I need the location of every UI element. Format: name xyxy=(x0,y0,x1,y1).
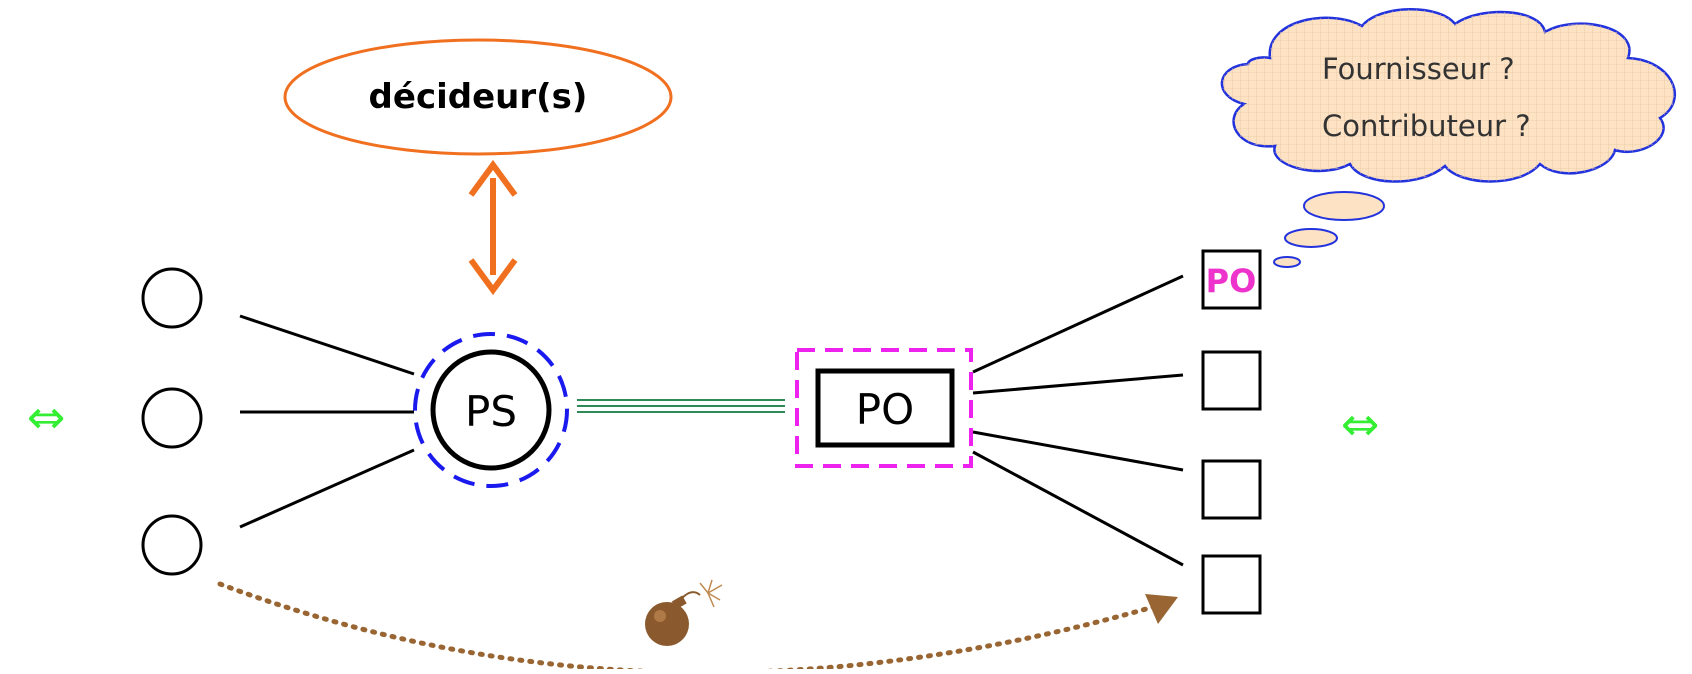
po-label: PO xyxy=(856,385,914,434)
bomb-fuse xyxy=(681,591,701,599)
ps-node: PS xyxy=(413,332,569,488)
right-link-3 xyxy=(972,430,1184,472)
cloud-bubble-1 xyxy=(1303,191,1385,221)
equivalence-left-icon: ⇔ xyxy=(27,390,66,444)
po-node: PO xyxy=(795,348,973,468)
decider-arrow-head-up xyxy=(468,159,518,197)
ps-label: PS xyxy=(465,387,517,436)
right-node-4 xyxy=(1201,554,1262,615)
ps-po-link xyxy=(577,399,785,413)
bomb-body xyxy=(645,602,689,646)
decider-arrow-head-down xyxy=(468,258,518,296)
right-link-1 xyxy=(972,274,1184,374)
bomb-cap xyxy=(671,595,687,610)
cloud-line-1: Fournisseur ? xyxy=(1322,52,1515,86)
cloud-bubble-2 xyxy=(1284,228,1338,248)
left-links xyxy=(239,314,415,529)
thought-cloud: Fournisseur ? Contributeur ? xyxy=(1220,8,1677,268)
ps-dashed-ring xyxy=(413,332,569,488)
left-node-2 xyxy=(141,387,203,449)
right-node-po-label: PO xyxy=(1206,262,1257,300)
ps-circle xyxy=(430,349,552,471)
right-node-po xyxy=(1201,249,1262,310)
bomb-highlight xyxy=(654,610,666,622)
left-node-3 xyxy=(141,514,203,576)
right-links xyxy=(972,274,1184,567)
right-nodes: PO xyxy=(1201,249,1262,615)
cloud-bubble-3 xyxy=(1273,256,1301,268)
right-link-4 xyxy=(972,450,1184,567)
decider-arrow xyxy=(468,159,518,296)
left-link-3 xyxy=(239,448,415,529)
cloud-line-2: Contributeur ? xyxy=(1322,109,1531,143)
right-node-2 xyxy=(1201,350,1262,411)
dotted-arrow-head xyxy=(1145,594,1178,624)
dotted-arrow-path xyxy=(217,581,1163,674)
dotted-arrow xyxy=(217,581,1178,674)
decider-ellipse xyxy=(283,38,673,156)
right-link-2 xyxy=(972,373,1184,395)
right-node-3 xyxy=(1201,459,1262,520)
bomb-icon xyxy=(645,579,723,646)
po-dashed-frame xyxy=(795,348,973,468)
po-box xyxy=(815,368,955,448)
bomb-spark xyxy=(699,579,723,608)
cloud-texture xyxy=(1221,9,1675,182)
decider-node: décideur(s) xyxy=(283,38,673,156)
left-node-1 xyxy=(141,267,203,329)
left-link-1 xyxy=(239,314,415,376)
equivalence-right-icon: ⇔ xyxy=(1341,397,1380,451)
decider-label: décideur(s) xyxy=(369,77,588,117)
left-nodes xyxy=(141,267,203,576)
